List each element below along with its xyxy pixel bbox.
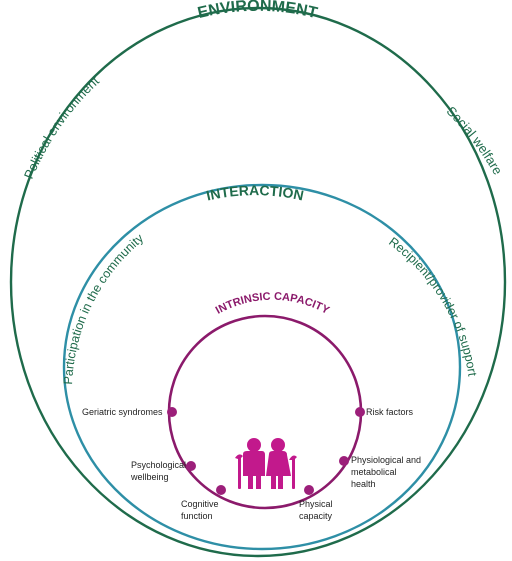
- label-physical-capacity: Physical capacity: [299, 499, 335, 521]
- node-risk-factors: [355, 407, 365, 417]
- node-psychological-wellbeing: [186, 461, 196, 471]
- intrinsic-capacity-ring: [167, 314, 363, 510]
- social-welfare-label: Social welfare: [444, 103, 506, 177]
- node-geriatric-syndromes: [167, 407, 177, 417]
- node-physical-capacity: [304, 485, 314, 495]
- interaction-title: INTERACTION: [205, 182, 305, 203]
- environment-title: ENVIRONMENT: [196, 0, 319, 22]
- intrinsic-capacity-title: INTRINSIC CAPACITY: [214, 291, 332, 317]
- node-cognitive-function: [216, 485, 226, 495]
- node-physiological-health: [339, 456, 349, 466]
- recipient-provider-label: Recipient/provider of support: [386, 235, 479, 378]
- label-cognitive-function: Cognitive function: [181, 499, 221, 521]
- label-risk-factors: Risk factors: [366, 407, 414, 417]
- capacity-nodes: [167, 407, 365, 495]
- label-psychological-wellbeing: Psychological wellbeing: [130, 460, 189, 482]
- elderly-couple-with-canes-icon: [235, 438, 297, 489]
- interaction-ring: [62, 183, 462, 551]
- environment-ring: [9, 6, 507, 558]
- label-geriatric-syndromes: Geriatric syndromes: [82, 407, 163, 417]
- label-physiological-health: Physiological and metabolical health: [351, 455, 424, 489]
- political-environment-label: Political environment: [21, 73, 102, 181]
